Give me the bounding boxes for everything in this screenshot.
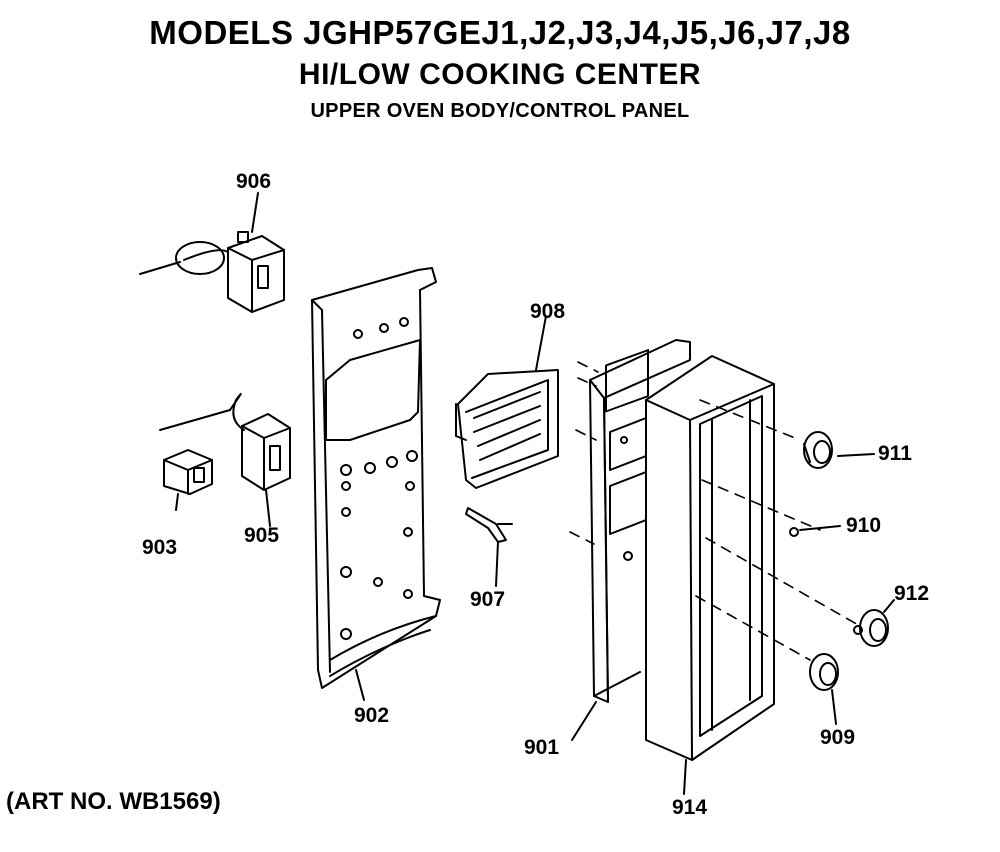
callout-908: 908	[530, 300, 566, 323]
part-905-switch	[159, 392, 291, 491]
part-909-knob	[809, 653, 839, 691]
part-908-control-board	[455, 369, 559, 489]
part-910-button	[789, 527, 799, 537]
callout-906: 906	[236, 170, 272, 193]
callout-905: 905	[244, 524, 280, 547]
part-906-switch	[139, 231, 285, 313]
callout-910: 910	[846, 514, 882, 537]
callout-909: 909	[820, 726, 856, 749]
art-number: (ART NO. WB1569)	[6, 788, 221, 815]
assembly-lines	[569, 361, 861, 661]
leader-911	[837, 453, 875, 457]
part-912-knob	[853, 609, 889, 647]
leader-903	[175, 493, 179, 511]
part-901-panel-frame	[589, 339, 691, 703]
leader-902	[355, 669, 365, 701]
part-902-back-panel	[311, 267, 441, 689]
leader-914	[683, 759, 687, 795]
leader-912	[883, 599, 895, 613]
product-title: HI/LOW COOKING CENTER	[298, 58, 702, 91]
models-title: MODELS JGHP57GEJ1,J2,J3,J4,J5,J6,J7,J8	[149, 14, 851, 51]
leader-910	[799, 525, 841, 531]
part-914-trim-frame	[645, 355, 775, 761]
callout-902: 902	[354, 704, 390, 727]
leader-906	[251, 192, 259, 233]
callout-911: 911	[878, 442, 912, 465]
callout-914: 914	[672, 796, 708, 819]
leader-909	[831, 689, 837, 725]
callout-912: 912	[894, 582, 930, 605]
leader-901	[571, 701, 597, 741]
callout-901: 901	[524, 736, 560, 759]
part-911-knob	[803, 431, 833, 469]
callout-903: 903	[142, 536, 178, 559]
part-907-bracket	[465, 507, 513, 543]
leader-907	[495, 541, 499, 587]
leader-908	[535, 315, 547, 371]
leader-905	[265, 489, 271, 527]
part-903-block	[163, 449, 213, 495]
section-subtitle: UPPER OVEN BODY/CONTROL PANEL	[310, 100, 690, 122]
callout-907: 907	[470, 588, 506, 611]
